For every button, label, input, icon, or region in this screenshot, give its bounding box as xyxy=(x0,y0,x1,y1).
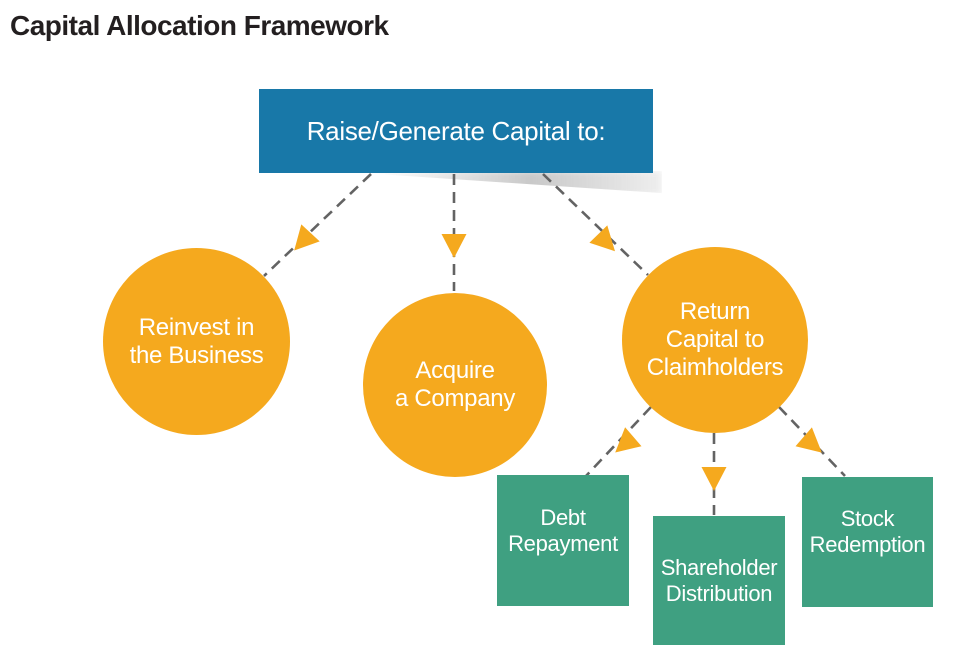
circle-node-label: Acquire a Company xyxy=(394,357,516,412)
circle-node-reinvest-in-business: Reinvest in the Business xyxy=(103,248,290,435)
arrowhead-icon xyxy=(795,427,822,453)
leaf-node-label: Debt Repayment xyxy=(508,504,618,556)
connector-root-to-reinvest xyxy=(263,173,372,277)
leaf-node-debt-repayment: Debt Repayment xyxy=(497,475,629,606)
circle-node-label: Return Capital to Claimholders xyxy=(646,298,784,381)
arrowhead-icon xyxy=(615,427,642,453)
circle-node-label: Reinvest in the Business xyxy=(129,313,264,369)
arrowhead-icon xyxy=(701,467,727,491)
connector-return-to-stock xyxy=(778,406,846,477)
arrowhead-icon xyxy=(294,224,320,251)
circle-node-acquire-a-company: Acquire a Company xyxy=(363,293,547,477)
arrowhead-icon xyxy=(589,225,615,252)
arrowhead-icon xyxy=(441,234,467,258)
leaf-node-label: Shareholder Distribution xyxy=(660,554,778,606)
root-node-raise-generate-capital: Raise/Generate Capital to: xyxy=(259,89,653,173)
page-title: Capital Allocation Framework xyxy=(10,10,389,41)
leaf-node-label: Stock Redemption xyxy=(809,506,926,557)
connector-return-to-debt xyxy=(585,406,652,477)
connector-root-to-return xyxy=(542,173,649,276)
circle-node-return-capital-to-claimholders: Return Capital to Claimholders xyxy=(622,247,808,433)
root-node-label: Raise/Generate Capital to: xyxy=(306,115,606,146)
leaf-node-shareholder-distribution: Shareholder Distribution xyxy=(653,516,785,645)
leaf-node-stock-redemption: Stock Redemption xyxy=(802,477,933,607)
